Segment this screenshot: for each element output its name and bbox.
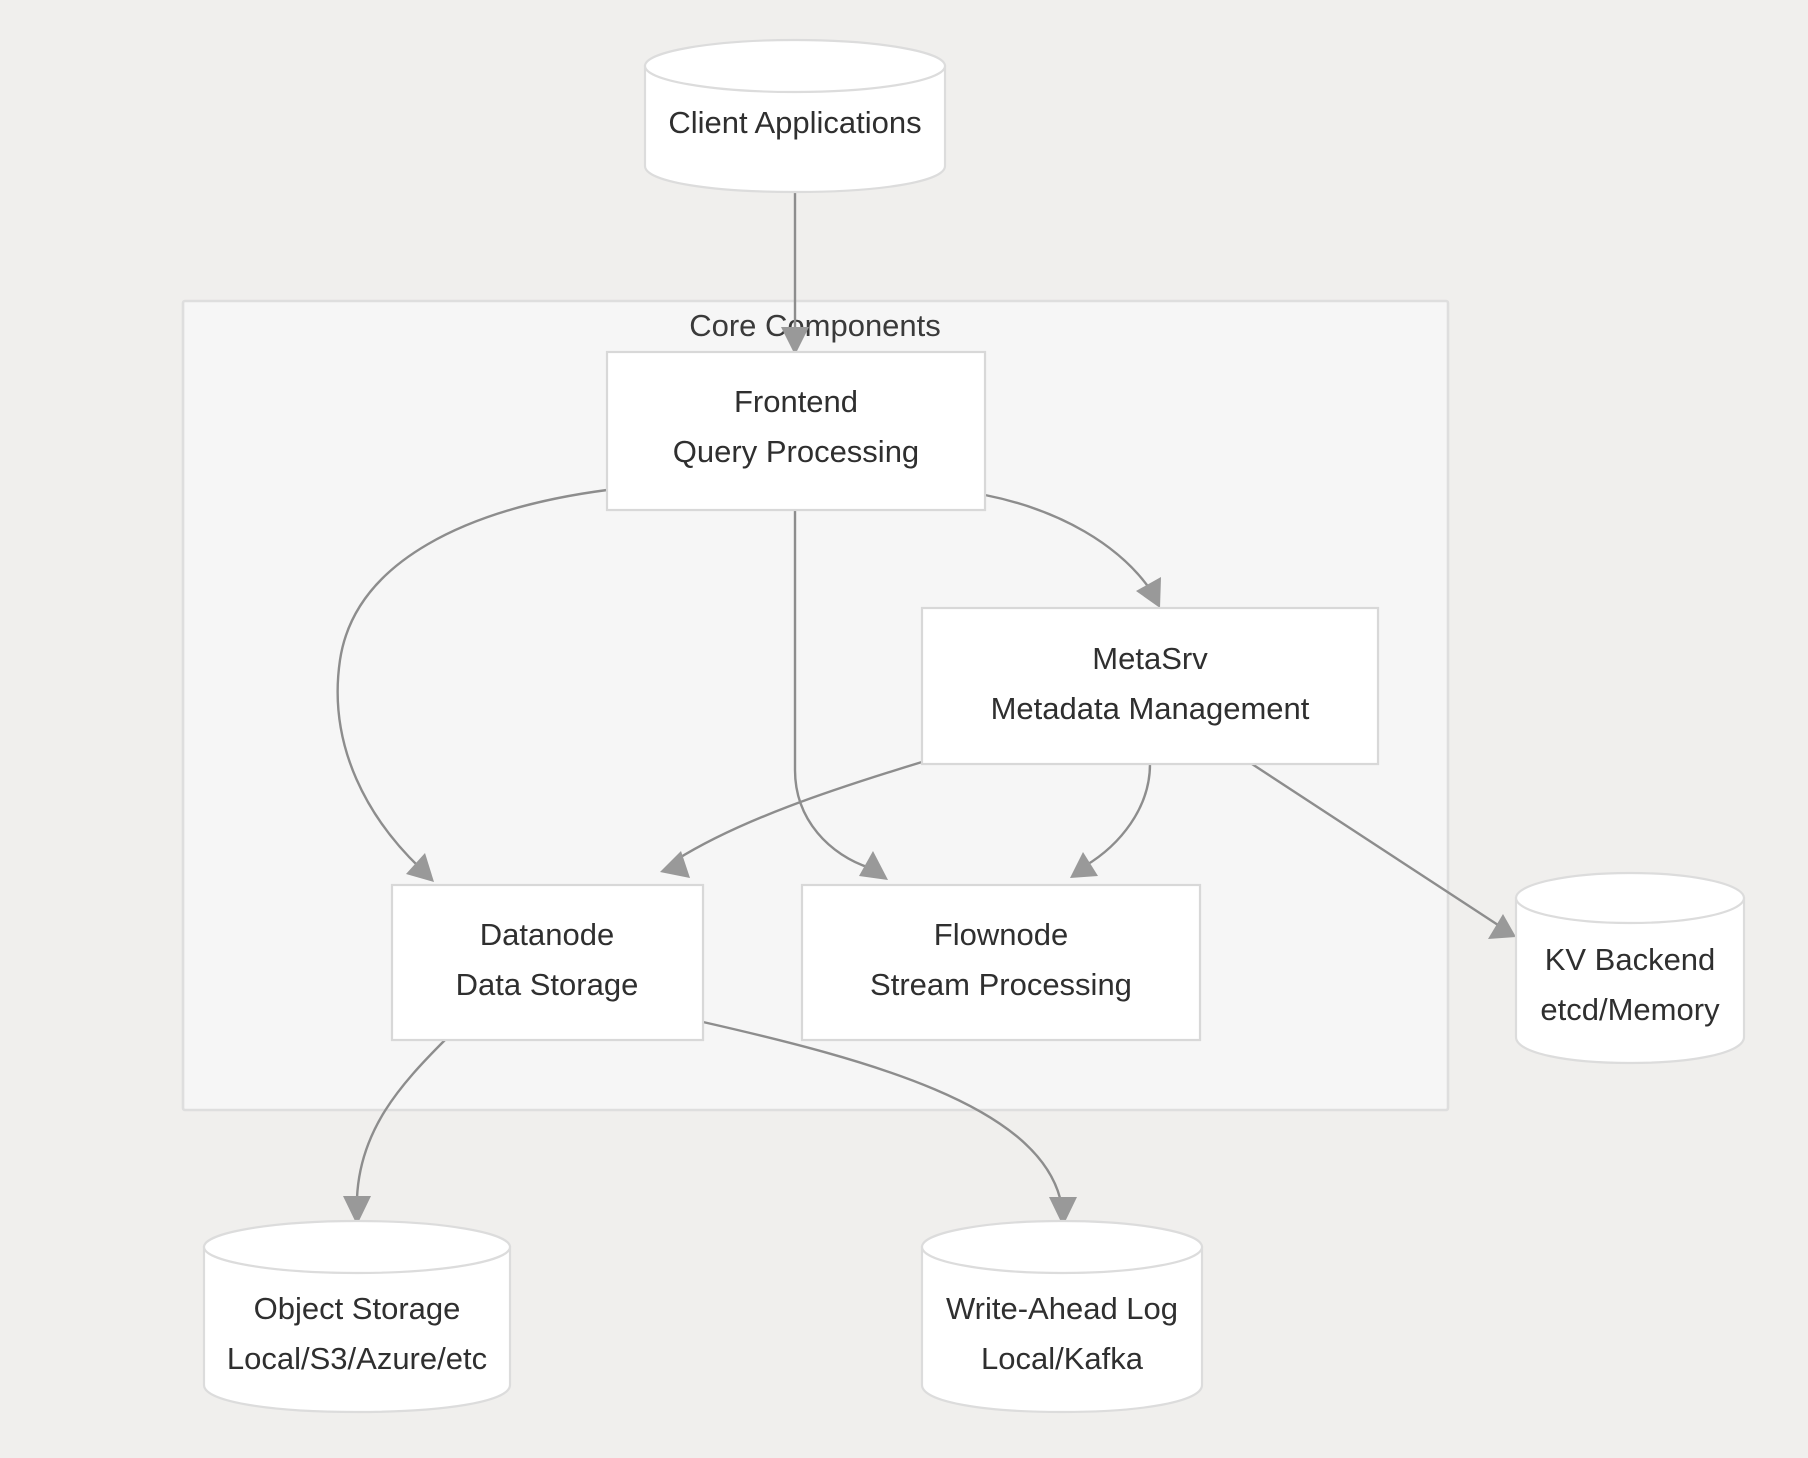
node-box: [920, 606, 1380, 766]
edge-datanode-to-wal: [702, 1020, 1077, 1226]
arrow-head-icon: [1136, 577, 1161, 608]
node-label-line-2: Local/S3/Azure/etc: [227, 1341, 487, 1376]
edge-path: [702, 1020, 1062, 1199]
cylinder-body: [920, 1245, 1204, 1414]
edge-frontend-to-datanode: [336, 488, 608, 882]
node-label-line-1: Object Storage: [254, 1291, 461, 1326]
edge-path: [675, 760, 923, 862]
edge-metasrv-to-kvbackend: [1251, 762, 1516, 939]
cylinder-top: [920, 1219, 1204, 1275]
cylinder-top: [1514, 871, 1746, 925]
node-label-line-2: Local/Kafka: [981, 1341, 1144, 1376]
node-metasrv[interactable]: MetaSrv Metadata Management: [920, 606, 1380, 766]
edge-metasrv-to-datanode: [660, 760, 923, 878]
node-flownode[interactable]: Flownode Stream Processing: [800, 883, 1202, 1042]
node-box: [800, 883, 1202, 1042]
node-box: [390, 883, 705, 1042]
arrow-head-icon: [859, 851, 888, 880]
cylinder-top: [202, 1219, 512, 1275]
node-label-line-1: Flownode: [934, 917, 1068, 952]
node-frontend[interactable]: Frontend Query Processing: [605, 350, 987, 512]
arrow-head-icon: [1488, 914, 1516, 939]
node-box: [605, 350, 987, 512]
node-label-line-1: KV Backend: [1545, 942, 1716, 977]
cylinder-body: [202, 1245, 512, 1414]
edge-path: [336, 488, 608, 869]
node-label-line-2: etcd/Memory: [1540, 992, 1720, 1027]
node-label-line-1: Client Applications: [668, 105, 921, 140]
arrow-head-icon: [660, 851, 690, 878]
cylinder-top: [643, 38, 947, 94]
arrow-head-icon: [1070, 852, 1098, 878]
arrow-head-icon: [406, 853, 434, 882]
edge-path: [1084, 763, 1152, 868]
node-label-line-2: Data Storage: [456, 967, 639, 1002]
node-client-applications[interactable]: Client Applications: [643, 38, 947, 194]
node-label-line-1: Frontend: [734, 384, 858, 419]
arrow-head-icon: [1049, 1197, 1077, 1226]
node-label-line-2: Metadata Management: [991, 691, 1310, 726]
edge-datanode-to-object-storage: [343, 1039, 446, 1225]
edge-layer: [336, 192, 1516, 1226]
edge-metasrv-to-flownode: [1070, 763, 1152, 878]
node-label-line-2: Stream Processing: [870, 967, 1132, 1002]
node-kv-backend[interactable]: KV Backend etcd/Memory: [1514, 871, 1746, 1065]
node-label-line-1: Write-Ahead Log: [946, 1291, 1178, 1326]
node-label-line-2: Query Processing: [673, 434, 919, 469]
edge-path: [984, 493, 1153, 593]
edge-frontend-to-metasrv: [984, 493, 1161, 608]
edge-path: [793, 510, 871, 870]
node-datanode[interactable]: Datanode Data Storage: [390, 883, 705, 1042]
subgraph-title: Core Components: [689, 308, 941, 343]
node-label-line-1: Datanode: [480, 917, 614, 952]
node-object-storage[interactable]: Object Storage Local/S3/Azure/etc: [202, 1219, 512, 1414]
arrow-head-icon: [781, 327, 809, 355]
cylinder-body: [643, 64, 947, 194]
node-write-ahead-log[interactable]: Write-Ahead Log Local/Kafka: [920, 1219, 1204, 1414]
edge-client-to-frontend: [781, 192, 809, 355]
cylinder-body: [1514, 896, 1746, 1065]
edge-frontend-to-flownode: [793, 510, 888, 880]
arrow-head-icon: [343, 1196, 371, 1225]
edge-path: [1251, 762, 1499, 927]
node-label-line-1: MetaSrv: [1092, 641, 1208, 676]
edge-path: [355, 1039, 446, 1199]
